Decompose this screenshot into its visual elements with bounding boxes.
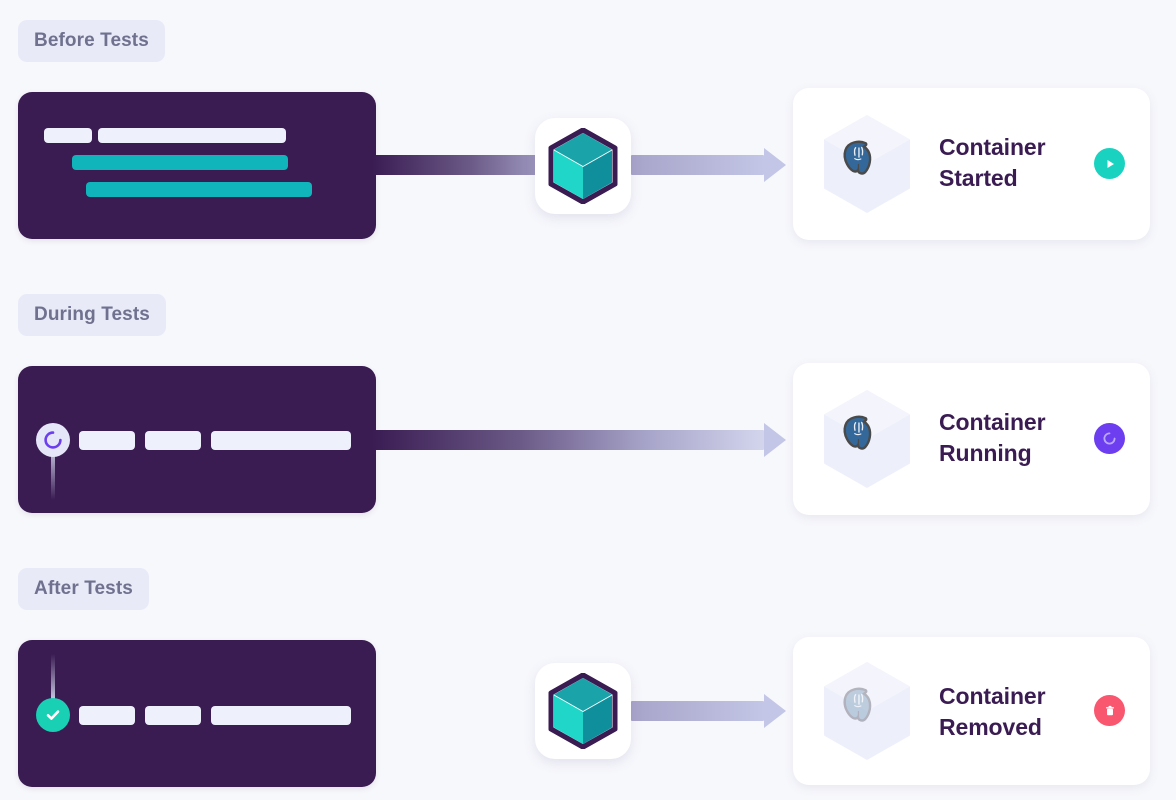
testcontainers-cube-node-after[interactable] (535, 663, 631, 759)
postgresql-elephant-icon (824, 115, 910, 213)
code-bar (79, 706, 135, 725)
code-bar (98, 128, 286, 143)
connector-left-before-tests (372, 155, 537, 175)
result-card-container-started[interactable]: Container Started (793, 88, 1150, 240)
code-panel-before-tests (18, 92, 376, 239)
check-icon (46, 710, 60, 720)
play-icon (1107, 159, 1114, 168)
test-marker-spinner (36, 423, 70, 457)
code-bar (86, 182, 312, 197)
result-card-container-removed[interactable]: Container Removed (793, 637, 1150, 785)
stage-label-during-tests: During Tests (18, 294, 166, 336)
status-badge-running[interactable] (1094, 423, 1125, 454)
postgresql-elephant-icon (824, 662, 910, 760)
card-title-container-running: Container Running (939, 409, 1046, 467)
postgresql-elephant-icon (824, 390, 910, 488)
postgres-logo-wrap (819, 659, 915, 763)
code-bar (145, 706, 201, 725)
connector-right-after-tests (631, 694, 786, 728)
result-card-container-running[interactable]: Container Running (793, 363, 1150, 515)
marker-connector-line (51, 654, 55, 704)
stage-label-after-tests: After Tests (18, 568, 149, 610)
postgres-logo-wrap (819, 112, 915, 216)
trash-icon (1105, 705, 1114, 715)
code-bar (44, 128, 92, 143)
card-title-container-removed: Container Removed (939, 683, 1046, 741)
code-bar (211, 431, 351, 450)
test-marker-check (36, 698, 70, 732)
code-panel-after-tests (18, 640, 376, 787)
testcontainers-cube-node-before[interactable] (535, 118, 631, 214)
code-bar (79, 431, 135, 450)
status-badge-removed[interactable] (1094, 695, 1125, 726)
stage-label-text: After Tests (34, 578, 133, 599)
spinner-icon (1103, 432, 1116, 445)
card-title-container-started: Container Started (939, 134, 1046, 192)
testcontainers-cube-icon (548, 128, 618, 204)
testcontainers-cube-icon (548, 673, 618, 749)
connector-right-before-tests (631, 148, 786, 182)
marker-connector-line (51, 444, 55, 500)
code-bar (145, 431, 201, 450)
spinner-icon (44, 431, 62, 449)
connector-during-tests (372, 423, 786, 457)
postgres-logo-wrap (819, 387, 915, 491)
code-bar (211, 706, 351, 725)
stage-label-before-tests: Before Tests (18, 20, 165, 62)
stage-label-text: During Tests (34, 304, 150, 325)
code-panel-during-tests (18, 366, 376, 513)
code-bar (72, 155, 288, 170)
stage-label-text: Before Tests (34, 30, 149, 51)
status-badge-started[interactable] (1094, 148, 1125, 179)
